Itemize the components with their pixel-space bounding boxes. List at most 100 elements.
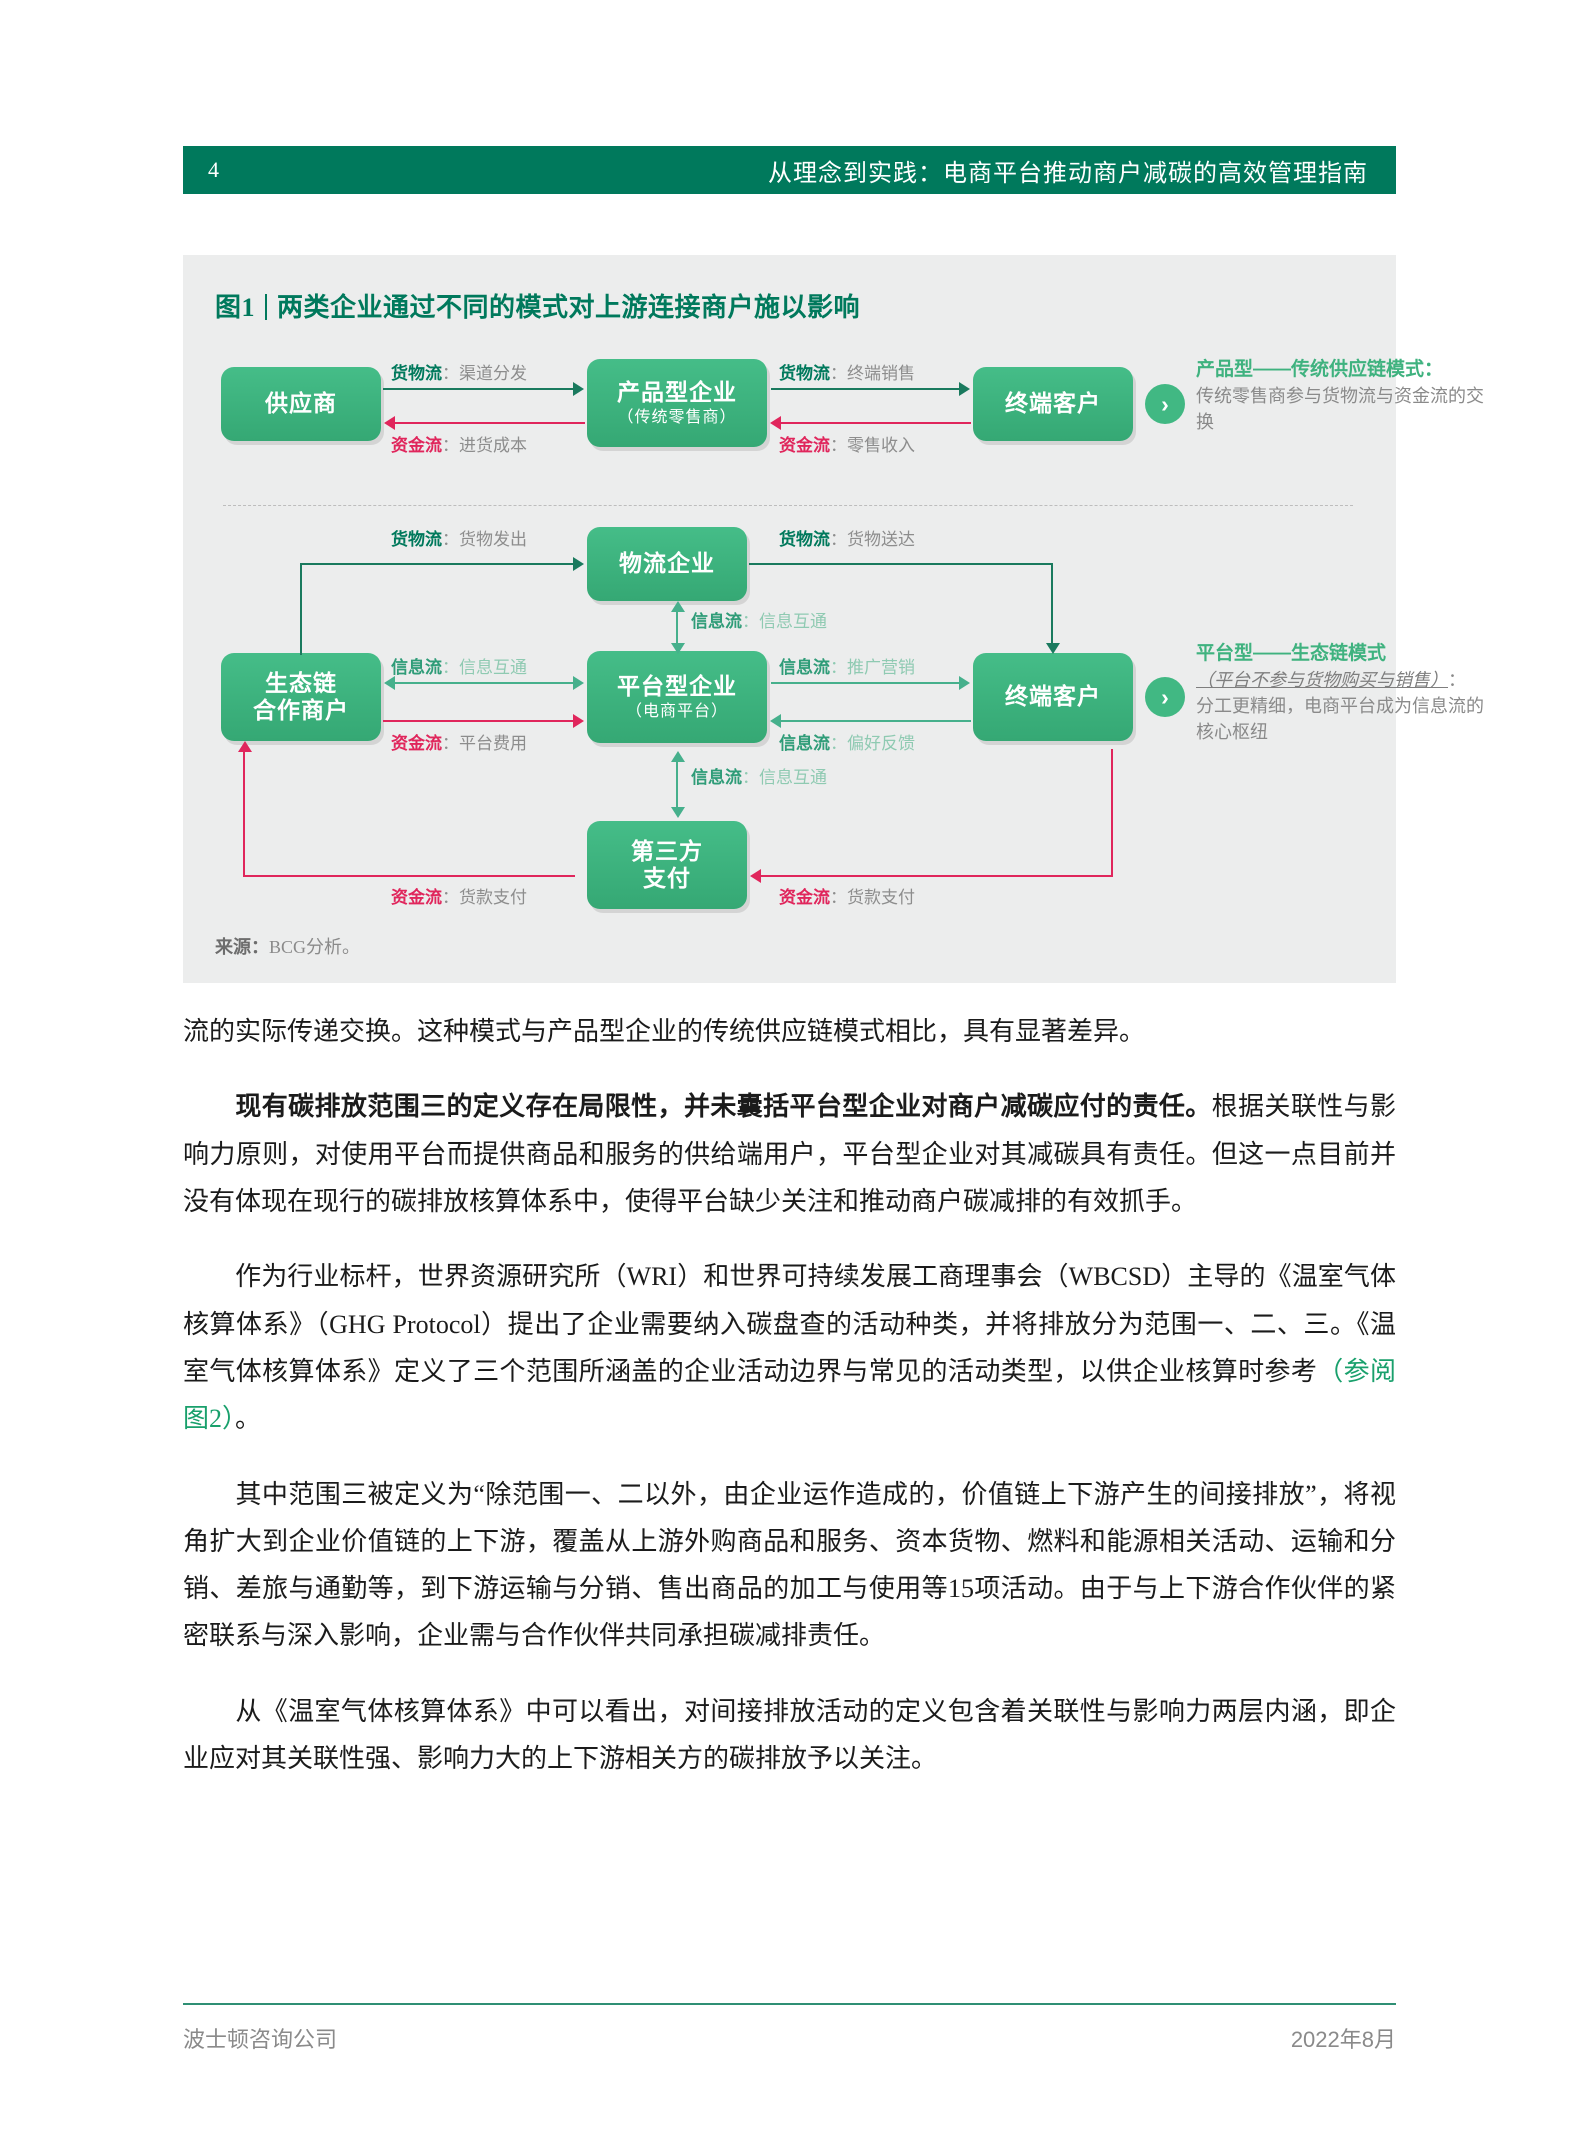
paragraph-3-end: 。 [235, 1404, 262, 1434]
arrow-line-money-customer-down [1111, 749, 1113, 877]
arrow-head-info-platform-right [573, 676, 584, 690]
arrow-head-goods-to-logistics [573, 557, 584, 571]
document-running-title: 从理念到实践：电商平台推动商户减碳的高效管理指南 [768, 160, 1368, 187]
node-end-customer-top-label: 终端客户 [1005, 391, 1101, 417]
arrow-head-money-customer-to-product [770, 416, 781, 430]
node-product-firm-label: 产品型企业 [617, 379, 737, 405]
paragraph-1: 流的实际传递交换。这种模式与产品型企业的传统供应链模式相比，具有显著差异。 [183, 1008, 1396, 1055]
arrow-head-goods-product-to-customer [959, 382, 970, 396]
footer-company-name: 波士顿咨询公司 [183, 2027, 338, 2052]
arrow-head-info-platform-down [671, 643, 685, 654]
node-third-party-payment-label-1: 第三方 [631, 838, 703, 864]
flow-label-top-money-left: 资金流：进货成本 [391, 436, 527, 455]
callout-product-model-body: 传统零售商参与货物流与资金流的交换 [1196, 385, 1484, 432]
arrow-line-goods-customer-down [1051, 563, 1053, 645]
arrow-line-goods-eco-up [300, 563, 302, 655]
arrow-line-money-product-to-supplier [395, 422, 585, 424]
arrow-line-money-customer-to-product [781, 422, 971, 424]
figure-section-divider [223, 505, 1353, 506]
paragraph-5-text: 从《温室气体核算体系》中可以看出，对间接排放活动的定义包含着关联性与影响力两层内… [183, 1696, 1396, 1774]
callout-product-model-heading: 产品型——传统供应链模式： [1196, 359, 1444, 380]
flow-label-eco-money: 资金流：平台费用 [391, 734, 527, 753]
figure-2-cross-reference[interactable]: （参阅图2） [183, 1356, 1396, 1434]
paragraph-4: 其中范围三被定义为“除范围一、二以外，由企业运作造成的，价值链上下游产生的间接排… [183, 1471, 1396, 1660]
arrow-line-info-platform-payment [676, 759, 678, 809]
arrow-head-info-payment-up [671, 751, 685, 762]
figure-1-diagram: 供应商 产品型企业 （传统零售商） 终端客户 货物流：渠道分发 资金流：进货成本… [183, 255, 1484, 983]
callout-product-model: 产品型——传统供应链模式： 传统零售商参与货物流与资金流的交换 [1196, 357, 1496, 435]
node-platform-firm-sublabel: （电商平台） [625, 702, 728, 720]
node-end-customer-top: 终端客户 [973, 367, 1133, 441]
figure-source-value: BCG分析。 [269, 937, 361, 957]
arrow-line-money-eco-up [243, 749, 245, 877]
callout-platform-model-sub: （平台不参与货物购买与销售） [1196, 669, 1448, 690]
arrow-line-info-customer-to-platform [781, 720, 971, 722]
callout-platform-model-sub-tail: ： [1448, 669, 1466, 690]
arrow-head-money-eco-to-platform [573, 714, 584, 728]
flow-label-logistics-info: 信息流：信息互通 [691, 612, 827, 631]
node-logistics: 物流企业 [587, 527, 747, 601]
paragraph-2-rest: 根据关联性与影响力原则，对使用平台而提供商品和服务的供给端用户，平台型企业对其减… [183, 1092, 1396, 1216]
flow-label-payment-money-left: 资金流：货款支付 [391, 888, 527, 907]
paragraph-1-text: 流的实际传递交换。这种模式与产品型企业的传统供应链模式相比，具有显著差异。 [183, 1017, 1146, 1046]
flow-label-eco-info: 信息流：信息互通 [391, 658, 527, 677]
chevron-right-icon-top: › [1145, 384, 1185, 424]
arrow-line-goods-product-to-customer [771, 388, 959, 390]
node-eco-partner: 生态链 合作商户 [221, 653, 381, 741]
flow-label-top-goods-left: 货物流：渠道分发 [391, 364, 527, 383]
figure-source-note: 来源：BCG分析。 [215, 933, 360, 959]
arrow-head-info-logistics-up [671, 601, 685, 612]
arrow-line-info-logistics-platform [676, 609, 678, 645]
page-number: 4 [208, 157, 220, 182]
node-platform-firm: 平台型企业 （电商平台） [587, 651, 767, 743]
figure-title: 图1 两类企业通过不同的模式对上游连接商户施以影响 [215, 287, 860, 324]
footer-date: 2022年8月 [1290, 2027, 1396, 2052]
paragraph-4-text: 其中范围三被定义为“除范围一、二以外，由企业运作造成的，价值链上下游产生的间接排… [183, 1479, 1396, 1651]
arrow-head-info-eco-left [384, 676, 395, 690]
node-eco-partner-label-2: 合作商户 [253, 698, 349, 723]
figure-1-panel: 图1 两类企业通过不同的模式对上游连接商户施以影响 供应商 产品型企业 （传统零售… [183, 255, 1484, 983]
chevron-right-icon-bottom: › [1145, 677, 1185, 717]
arrow-line-money-payment-to-eco [243, 875, 575, 877]
node-product-firm: 产品型企业 （传统零售商） [587, 359, 767, 447]
figure-label: 图1 [215, 293, 256, 322]
node-third-party-payment: 第三方 支付 [587, 821, 747, 909]
flow-label-platform-info-pref: 信息流：偏好反馈 [779, 734, 915, 753]
figure-title-text: 两类企业通过不同的模式对上游连接商户施以影响 [277, 293, 861, 322]
arrow-head-money-to-payment [750, 869, 761, 883]
arrow-line-goods-supplier-to-product [383, 388, 573, 390]
node-logistics-label: 物流企业 [619, 551, 715, 577]
arrow-head-info-customer-to-platform [770, 714, 781, 728]
arrow-line-goods-eco-to-logistics [300, 563, 575, 565]
callout-platform-model-heading: 平台型——生态链模式 [1196, 643, 1387, 664]
arrow-head-goods-to-customer [1046, 643, 1060, 654]
node-third-party-payment-label-2: 支付 [643, 866, 691, 891]
flow-label-platform-info-promo: 信息流：推广营销 [779, 658, 915, 677]
arrow-head-goods-supplier-to-product [573, 382, 584, 396]
flow-label-top-goods-right: 货物流：终端销售 [779, 364, 915, 383]
flow-label-logistics-goods-left: 货物流：货物发出 [391, 530, 527, 549]
node-product-firm-sublabel: （传统零售商） [617, 408, 737, 426]
page-header-band: 4 从理念到实践：电商平台推动商户减碳的高效管理指南 [183, 146, 1396, 194]
arrow-head-money-to-eco [238, 741, 252, 752]
node-end-customer-bottom: 终端客户 [973, 653, 1133, 741]
flow-label-top-money-right: 资金流：零售收入 [779, 436, 915, 455]
page-footer: 波士顿咨询公司 2022年8月 [183, 2022, 1396, 2054]
body-text-container: 流的实际传递交换。这种模式与产品型企业的传统供应链模式相比，具有显著差异。 现有… [183, 1008, 1396, 1810]
flow-label-logistics-goods-right: 货物流：货物送达 [779, 530, 915, 549]
arrow-head-info-platform-to-customer [959, 676, 970, 690]
arrow-line-money-customer-to-payment [761, 875, 1113, 877]
arrow-head-money-product-to-supplier [384, 416, 395, 430]
paragraph-2-lead: 现有碳排放范围三的定义存在局限性，并未囊括平台型企业对商户减碳应付的责任。 [235, 1092, 1212, 1122]
arrow-line-info-eco-platform [395, 682, 573, 684]
node-eco-partner-label-1: 生态链 [265, 670, 337, 696]
node-platform-firm-label: 平台型企业 [617, 673, 737, 699]
node-supplier: 供应商 [221, 367, 381, 441]
flow-label-payment-info: 信息流：信息互通 [691, 768, 827, 787]
node-end-customer-bottom-label: 终端客户 [1005, 684, 1101, 710]
footer-divider-rule [183, 2003, 1396, 2005]
callout-platform-model-body: 分工更精细，电商平台成为信息流的核心枢纽 [1196, 695, 1484, 742]
paragraph-2: 现有碳排放范围三的定义存在局限性，并未囊括平台型企业对商户减碳应付的责任。根据关… [183, 1083, 1396, 1225]
arrow-line-goods-logistics-to-customer [749, 563, 1053, 565]
arrow-head-info-payment-down [671, 807, 685, 818]
